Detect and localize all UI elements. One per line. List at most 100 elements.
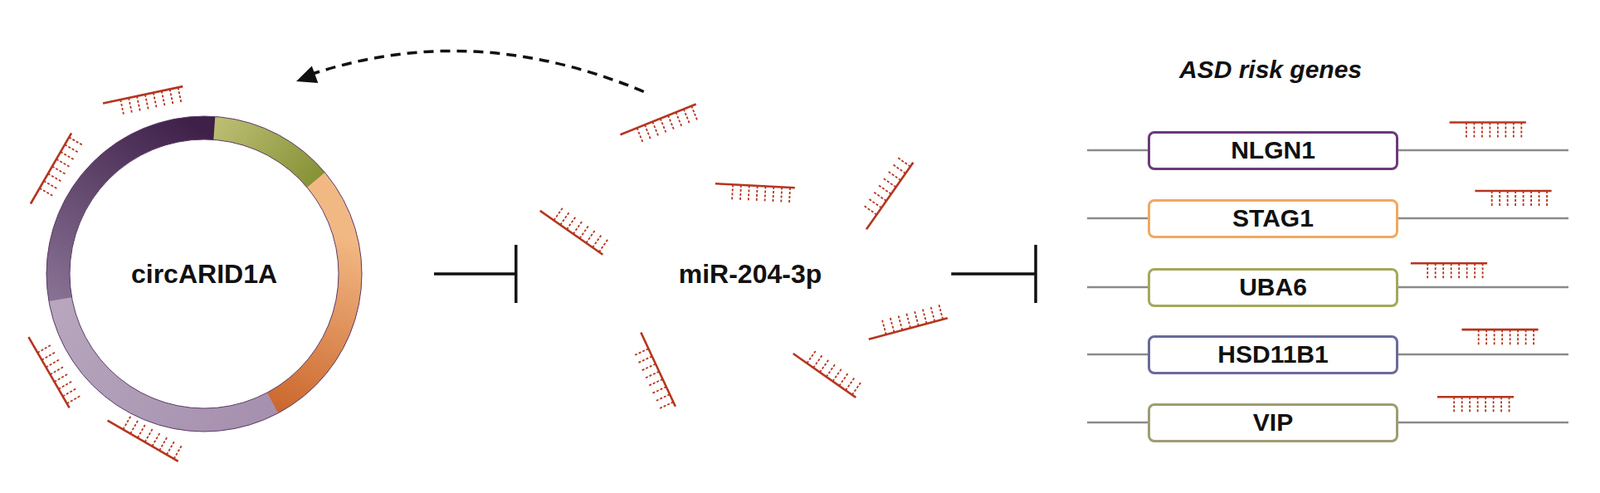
strand-tick [897, 156, 911, 166]
strand-tick [882, 177, 896, 187]
strand-tick [1450, 263, 1453, 280]
strand-backbone [1410, 262, 1488, 265]
mirna-strand [1449, 122, 1527, 140]
strand-tick [882, 318, 887, 335]
strand-tick [553, 206, 563, 220]
connector-line [951, 272, 1036, 276]
mirna-strand [1461, 329, 1538, 347]
strand-tick [60, 151, 75, 161]
strand-tick [756, 185, 758, 203]
strand-backbone [30, 132, 72, 204]
strand-tick [832, 367, 842, 381]
strand-tick [764, 185, 766, 203]
mirna-label: miR-204-3p [673, 255, 828, 293]
strand-backbone [619, 103, 696, 135]
strand-tick [897, 314, 903, 331]
inhibition-bar [1034, 244, 1038, 303]
gene-name: HSD11B1 [1217, 340, 1328, 369]
strand-tick [1488, 122, 1491, 140]
strand-tick [772, 186, 774, 204]
mirna-strand [1410, 263, 1488, 280]
strand-tick [839, 371, 849, 386]
strand-backbone [1474, 190, 1552, 193]
gene-name: UBA6 [1239, 273, 1308, 302]
gene-box: STAG1 [1147, 199, 1399, 239]
strand-tick [819, 358, 830, 372]
strand-tick [1517, 329, 1519, 347]
strand-tick [1473, 263, 1476, 280]
strand-tick [683, 108, 690, 125]
strand-tick [652, 121, 659, 138]
strand-tick [136, 96, 141, 113]
strand-tick [1442, 263, 1444, 280]
strand-tick [640, 363, 656, 371]
strand-tick [654, 394, 670, 401]
gene-box: NLGN1 [1147, 131, 1399, 171]
strand-tick [45, 358, 60, 367]
strand-tick [159, 435, 168, 450]
strand-tick [868, 198, 882, 208]
strand-backbone [1437, 395, 1514, 399]
strand-tick [566, 215, 576, 230]
strand-tick [43, 180, 59, 190]
strand-tick [1426, 263, 1429, 280]
strand-tick [1492, 396, 1495, 414]
strand-tick [1493, 329, 1496, 347]
strand-tick [1504, 122, 1507, 140]
strand-tick [39, 188, 54, 197]
strand-tick [68, 136, 83, 146]
strand-tick [145, 427, 154, 442]
connector [951, 244, 1036, 303]
circrna-circle: circARID1A [44, 114, 364, 434]
strand-tick [1484, 396, 1487, 414]
gene-group: ASD risk genesNLGN1STAG1UBA6HSD11B1VIP [1045, 41, 1577, 457]
strand-tick [560, 211, 570, 225]
strand-tick [845, 376, 855, 391]
strand-tick [120, 99, 124, 117]
strand-tick [806, 349, 816, 363]
mirna-strand [863, 156, 913, 230]
strand-tick [1512, 122, 1515, 140]
strand-tick [1466, 263, 1469, 280]
node-label: circARID1A [131, 258, 278, 290]
strand-tick [67, 395, 82, 404]
strand-tick [1498, 190, 1501, 208]
arrowhead [296, 65, 318, 83]
strand-tick [137, 423, 147, 438]
strand-tick [573, 219, 583, 234]
strand-tick [585, 229, 596, 243]
strand-tick [153, 92, 157, 110]
strand-tick [740, 185, 742, 202]
strand-tick [1482, 263, 1484, 280]
strand-tick [64, 144, 79, 153]
strand-tick [1509, 329, 1512, 347]
strand-tick [691, 106, 698, 122]
inhibition-bar [514, 244, 518, 303]
strand-tick [1532, 329, 1535, 347]
mirna-strand [540, 206, 609, 255]
strand-tick [731, 184, 733, 201]
strand-backbone [793, 353, 857, 398]
strand-backbone [1461, 328, 1538, 332]
strand-tick [1491, 190, 1493, 208]
strand-tick [1481, 122, 1483, 140]
strand-backbone [640, 332, 676, 407]
strand-tick [1507, 190, 1509, 208]
strand-tick [813, 354, 823, 368]
mirna-strand [619, 103, 698, 143]
strand-tick [161, 91, 166, 108]
strand-tick [660, 118, 667, 135]
strand-tick [49, 365, 64, 375]
mirna-strand [715, 183, 796, 205]
strand-tick [914, 309, 919, 326]
strand-tick [651, 386, 667, 394]
strand-tick [863, 204, 877, 215]
strand-tick [921, 307, 927, 324]
strand-tick [643, 371, 659, 379]
strand-tick [41, 351, 56, 361]
strand-backbone [28, 336, 69, 408]
strand-backbone [868, 317, 948, 339]
mirna-strand [633, 332, 676, 410]
strand-tick [1500, 396, 1503, 414]
ring-segment [273, 180, 351, 404]
